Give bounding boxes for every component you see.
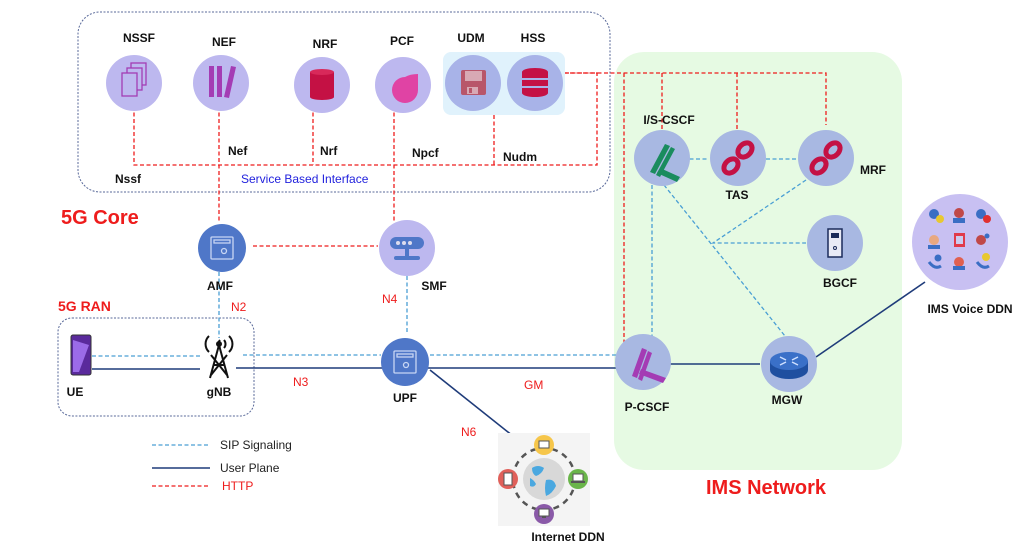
phone-info-icon [975, 253, 990, 269]
nef-label: NEF [212, 35, 236, 49]
legend: SIP Signaling User Plane HTTP [152, 438, 292, 493]
n3-label: N3 [293, 375, 309, 389]
mrf-label: MRF [860, 163, 886, 177]
network-switch-icon [390, 237, 424, 260]
library-icon [209, 66, 236, 98]
nudm-interface-label: Nudm [503, 150, 537, 164]
ims-voice-ddn-label: IMS Voice DDN [927, 302, 1012, 316]
smf-label: SMF [421, 279, 446, 293]
gm-label: GM [524, 378, 543, 392]
node-amf[interactable]: AMF [198, 224, 246, 293]
node-smf[interactable]: SMF [379, 220, 447, 293]
legend-http-label: HTTP [222, 479, 253, 493]
node-upf[interactable]: UPF [381, 338, 429, 405]
bgcf-label: BGCF [823, 276, 857, 290]
documents-icon [121, 62, 147, 97]
n6-label: N6 [461, 425, 477, 439]
server-tower-icon [827, 228, 843, 258]
node-mrf[interactable]: MRF [798, 130, 886, 186]
hss-label: HSS [521, 31, 546, 45]
checklist-icon [954, 233, 965, 247]
laptop-icon [568, 469, 588, 489]
t-junction-icon [650, 144, 680, 182]
headset-icon [928, 235, 940, 249]
gnb-label: gNB [207, 385, 232, 399]
tablet-icon [498, 469, 518, 489]
phone-chat-icon [927, 254, 942, 269]
support-agent-icon [953, 208, 965, 223]
chain-link-icon [721, 140, 755, 176]
internet-ddn-label: Internet DDN [531, 530, 604, 544]
nssf-interface-label: Nssf [115, 172, 142, 186]
node-iscscf[interactable]: I/S-CSCF [634, 113, 695, 186]
node-bgcf[interactable]: BGCF [807, 215, 863, 290]
cell-tower-icon [204, 335, 234, 379]
mgw-label: MGW [772, 393, 803, 407]
n4-label: N4 [382, 292, 398, 306]
node-tas[interactable]: TAS [710, 130, 766, 202]
floppy-disk-icon [461, 70, 486, 95]
nf-nssf[interactable]: NSSF [106, 31, 162, 111]
legend-item-sip: SIP Signaling [152, 438, 292, 452]
node-gnb[interactable]: gNB [204, 335, 234, 399]
server-box-icon [210, 236, 234, 260]
sbi-label: Service Based Interface [241, 172, 369, 186]
legend-item-user-plane: User Plane [152, 461, 280, 475]
cylinder-icon [310, 69, 334, 100]
core-section-title: 5G Core [61, 207, 139, 229]
t-junction-icon [632, 348, 666, 383]
nrf-label: NRF [313, 37, 338, 51]
pcscf-label: P-CSCF [625, 400, 670, 414]
nssf-label: NSSF [123, 31, 155, 45]
pcf-label: PCF [390, 34, 414, 48]
operator-icon [953, 257, 965, 270]
ims-section-title: IMS Network [706, 477, 827, 499]
node-pcscf[interactable]: P-CSCF [615, 334, 671, 414]
node-ims-voice-ddn[interactable]: IMS Voice DDN [912, 194, 1013, 316]
ran-container [57, 317, 255, 417]
chat-agent-icon [976, 233, 990, 245]
server-box-icon [393, 350, 417, 374]
nf-hss[interactable]: HSS [507, 31, 563, 111]
legend-user-plane-label: User Plane [220, 461, 280, 475]
upf-label: UPF [393, 391, 417, 405]
npcf-interface-label: Npcf [412, 146, 440, 160]
tas-label: TAS [725, 188, 748, 202]
n2-label: N2 [231, 300, 247, 314]
feedback-icon [976, 209, 991, 223]
nrf-interface-label: Nrf [320, 144, 338, 158]
chain-link-icon [809, 140, 843, 176]
globe-icon [523, 458, 565, 500]
ue-label: UE [67, 385, 84, 399]
voice-services-icons [927, 208, 991, 270]
amf-label: AMF [207, 279, 233, 293]
nf-nrf[interactable]: NRF [294, 37, 350, 113]
legend-item-http: HTTP [152, 479, 253, 493]
node-internet-ddn[interactable]: Internet DDN [498, 433, 605, 544]
database-icon [522, 68, 548, 97]
legend-sip-label: SIP Signaling [220, 438, 292, 452]
ran-section-title: 5G RAN [58, 298, 111, 314]
monitor-icon [534, 435, 554, 455]
http-links [133, 72, 827, 345]
call-center-icon [929, 209, 944, 223]
nf-udm[interactable]: UDM [445, 31, 501, 111]
node-ue[interactable]: UE [67, 334, 92, 399]
router-icon [770, 352, 808, 379]
udm-label: UDM [457, 31, 484, 45]
sip-links [92, 158, 807, 357]
node-mgw[interactable]: MGW [761, 336, 817, 407]
phone-screen [73, 340, 89, 372]
nef-interface-label: Nef [228, 144, 248, 158]
nf-pcf[interactable]: PCF [375, 34, 431, 113]
nf-nef[interactable]: NEF [193, 35, 249, 111]
desktop-icon [534, 504, 554, 524]
drop-icon [392, 74, 418, 103]
iscscf-label: I/S-CSCF [643, 113, 694, 127]
